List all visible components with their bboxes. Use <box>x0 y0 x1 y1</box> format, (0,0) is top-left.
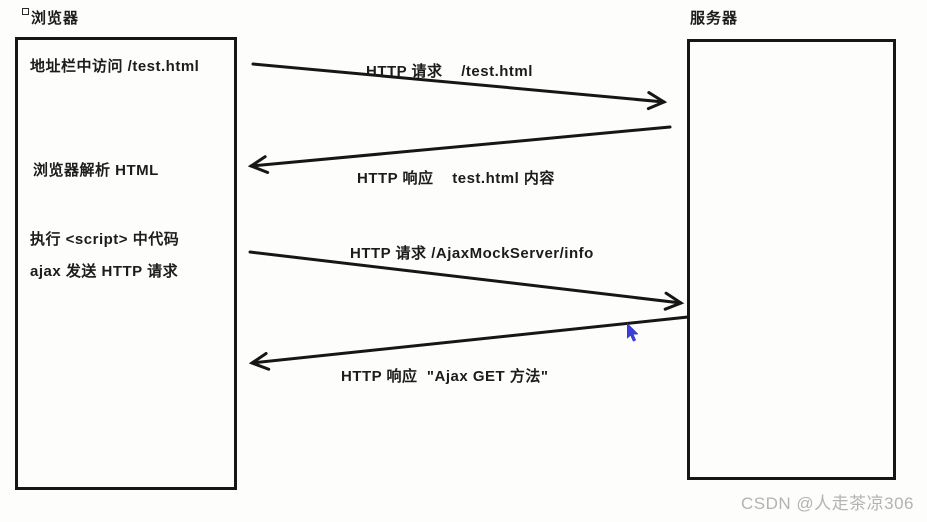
server-title-label: 服务器 <box>690 10 739 27</box>
message-label-1: HTTP 请求 /test.html <box>366 63 533 80</box>
browser-step-4: ajax 发送 HTTP 请求 <box>30 263 179 280</box>
square-bullet-icon <box>22 8 29 15</box>
browser-title-label: 浏览器 <box>31 10 80 27</box>
browser-step-1: 地址栏中访问 /test.html <box>30 58 200 75</box>
mouse-cursor-icon <box>627 323 639 342</box>
message-label-2: HTTP 响应 test.html 内容 <box>357 170 555 187</box>
server-box <box>687 39 896 480</box>
arrow-response-ajax <box>248 315 690 371</box>
message-label-4: HTTP 响应 "Ajax GET 方法" <box>341 368 549 385</box>
browser-actor-title: 浏览器 <box>22 7 79 28</box>
server-actor-title: 服务器 <box>690 7 738 28</box>
browser-box <box>15 37 237 490</box>
browser-step-3: 执行 <script> 中代码 <box>30 231 180 248</box>
csdn-watermark: CSDN @人走茶凉306 <box>740 494 914 513</box>
browser-step-2: 浏览器解析 HTML <box>33 162 159 179</box>
message-label-3: HTTP 请求 /AjaxMockServer/info <box>350 245 594 262</box>
arrow-response-test-html <box>247 125 672 174</box>
